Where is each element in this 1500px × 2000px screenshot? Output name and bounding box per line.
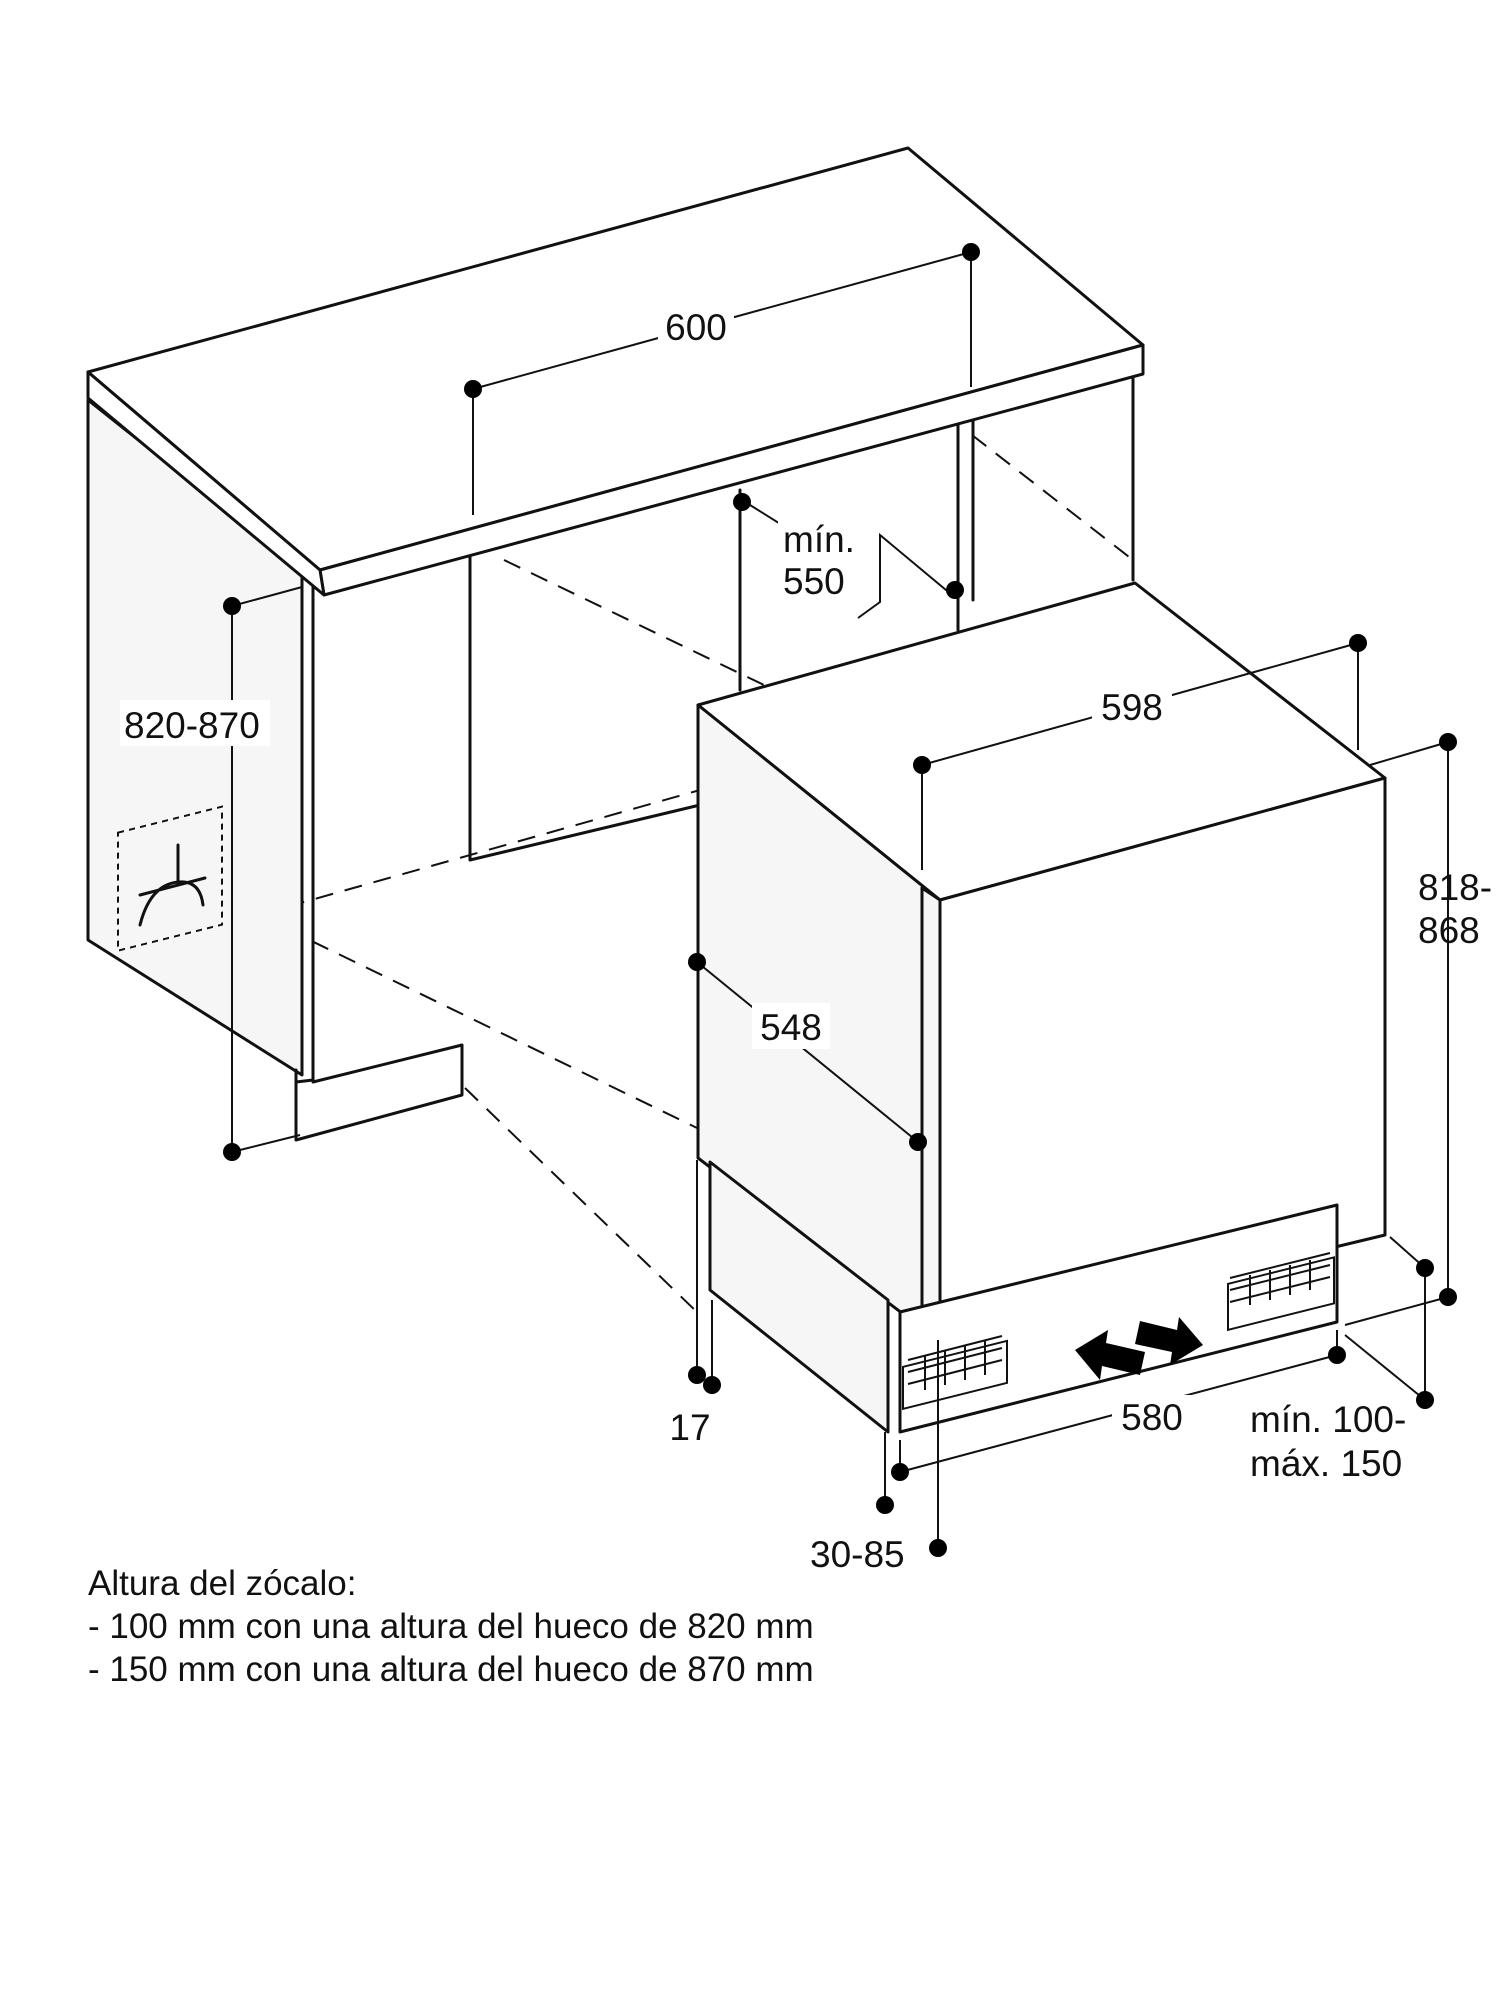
cabinet — [86, 146, 1145, 1316]
dot-580-right — [1328, 1346, 1346, 1364]
dot-height-top — [1439, 733, 1457, 751]
appliance-plinth — [898, 1203, 1339, 1434]
vent-grille-left — [902, 1335, 1008, 1411]
dot-550-top — [733, 493, 751, 511]
dot-height-bottom — [1439, 1288, 1457, 1306]
water-connection-icon — [138, 843, 207, 927]
label-plinth-height-1: mín. 100- — [1250, 1399, 1406, 1440]
dot-17-b — [703, 1376, 721, 1394]
notes-title: Altura del zócalo: — [88, 1564, 357, 1603]
dot-plinth-height-top — [1416, 1259, 1434, 1277]
airflow-out-arrow — [1135, 1317, 1203, 1365]
connection-box — [117, 805, 223, 952]
cabinet-back-wall — [468, 370, 1135, 862]
dot-548-front — [688, 953, 706, 971]
label-appliance-height-1: 818- — [1418, 867, 1492, 908]
label-plinth-height-2: máx. 150 — [1250, 1443, 1402, 1484]
dot-550-bottom — [946, 581, 964, 599]
label-plinth-width: 580 — [1121, 1397, 1183, 1438]
label-niche-depth-1: mín. — [783, 519, 855, 560]
notes-line-2: - 150 mm con una altura del hueco de 870… — [88, 1650, 814, 1689]
label-appliance-width: 598 — [1101, 687, 1163, 728]
label-cabinet-width: 600 — [665, 307, 727, 348]
appliance-base-side — [708, 1160, 890, 1434]
label-door-offset: 17 — [669, 1407, 710, 1448]
notes-line-1: - 100 mm con una altura del hueco de 820… — [88, 1607, 814, 1646]
dot-600-left — [464, 380, 482, 398]
dot-plinth-depth-a — [876, 1496, 894, 1514]
dot-niche-height-bottom — [223, 1143, 241, 1161]
dot-plinth-depth-b — [929, 1539, 947, 1557]
plinth-height-notes: Altura del zócalo: - 100 mm con una altu… — [88, 1562, 1088, 1691]
vent-grille-right — [1227, 1252, 1335, 1332]
dot-580-left — [891, 1463, 909, 1481]
label-appliance-height-2: 868 — [1418, 910, 1480, 951]
airflow-in-arrow — [1075, 1330, 1145, 1380]
dimension-labels: 600 mín. 550 820-870 598 818- 868 548 17… — [120, 303, 1492, 1575]
cabinet-left-panel-edge — [294, 568, 464, 1142]
appliance-front-door — [938, 776, 1387, 1344]
dimension-dots — [223, 243, 1457, 1557]
dot-600-right — [962, 243, 980, 261]
dot-548-back — [909, 1133, 927, 1151]
dot-598-left — [913, 756, 931, 774]
dot-plinth-height-bottom — [1416, 1391, 1434, 1409]
dot-niche-height-top — [223, 597, 241, 615]
label-niche-height: 820-870 — [124, 705, 260, 746]
countertop-side-edge — [86, 370, 326, 597]
appliance — [696, 581, 1387, 1434]
label-plinth-depth: 30-85 — [810, 1534, 905, 1575]
dot-598-right — [1349, 634, 1367, 652]
label-appliance-depth: 548 — [760, 1007, 822, 1048]
label-niche-depth-2: 550 — [783, 561, 845, 602]
dot-17-a — [688, 1366, 706, 1384]
